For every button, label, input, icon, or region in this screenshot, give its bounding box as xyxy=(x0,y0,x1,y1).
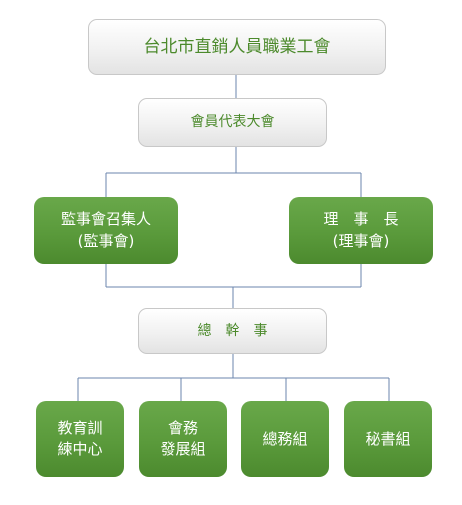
director-box: 理 事 長 (理事會) xyxy=(289,197,433,264)
dept-label-general-affairs: 總務組 xyxy=(262,429,308,448)
supervisor-convener-box: 監事會召集人 (監事會) xyxy=(34,197,178,264)
dept-box-education: 教育訓 練中心 xyxy=(36,401,124,477)
member-assembly-box: 會員代表大會 xyxy=(138,98,327,147)
dept-label-membership: 會務 發展組 xyxy=(160,419,206,458)
supervisor-convener-label: 監事會召集人 (監事會) xyxy=(60,209,151,250)
secretary-general-box: 總 幹 事 xyxy=(138,308,327,354)
dept-label-education: 教育訓 練中心 xyxy=(57,419,103,458)
union-name-box: 台北市直銷人員職業工會 xyxy=(88,19,386,75)
dept-box-general-affairs: 總務組 xyxy=(241,401,329,477)
director-label: 理 事 長 (理事會) xyxy=(323,209,399,250)
dept-box-membership: 會務 發展組 xyxy=(139,401,227,477)
dept-label-secretariat: 秘書組 xyxy=(365,429,411,448)
secretary-general-label: 總 幹 事 xyxy=(197,322,268,339)
dept-box-secretariat: 秘書組 xyxy=(344,401,432,477)
union-name-label: 台北市直銷人員職業工會 xyxy=(143,36,331,57)
member-assembly-label: 會員代表大會 xyxy=(190,114,275,131)
